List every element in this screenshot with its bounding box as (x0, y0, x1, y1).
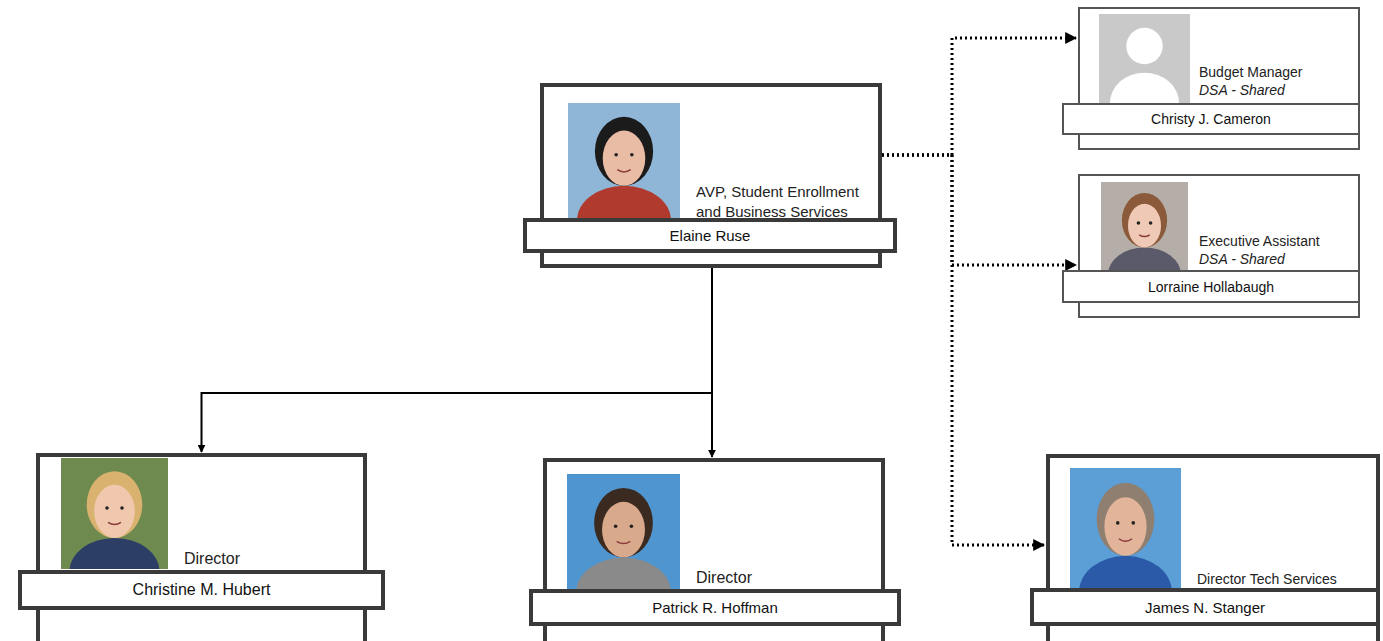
title-column: Budget ManagerDSA - Shared (1199, 15, 1355, 99)
photo-part (595, 117, 653, 186)
reporting-line (202, 268, 713, 452)
reporting-line (711, 268, 713, 457)
portrait-photo (568, 103, 680, 218)
portrait-photo (1099, 14, 1190, 103)
photo-part (602, 502, 645, 558)
photo-part (1131, 521, 1135, 525)
title-column: Director Tech Services (1197, 468, 1373, 588)
job-title: Director (184, 549, 359, 570)
photo-part (94, 485, 135, 538)
job-title: Executive Assistant (1199, 232, 1355, 250)
person-name: Christy J. Cameron (1151, 111, 1271, 127)
portrait-photo (61, 458, 168, 569)
photo-part (617, 541, 631, 543)
job-title: Budget Manager (1199, 63, 1355, 81)
photo-part (1119, 539, 1132, 541)
photo-part (577, 186, 671, 218)
photo-part (87, 471, 143, 538)
person-name: James N. Stanger (1145, 599, 1265, 616)
portrait-photo (1101, 182, 1188, 273)
photo-part (630, 153, 634, 157)
title-column: Director (184, 458, 359, 570)
photo-part (1139, 235, 1149, 237)
photo-part (1116, 521, 1120, 525)
photo-part (1137, 221, 1141, 225)
photo-part (614, 153, 618, 157)
person-name: Elaine Ruse (670, 227, 751, 244)
name-bar: Patrick R. Hoffman (529, 589, 901, 626)
name-bar: Christine M. Hubert (18, 570, 385, 610)
title-column: Director (696, 474, 876, 589)
photo-part (614, 524, 618, 528)
title-column: AVP, Student Enrollment and Business Ser… (696, 103, 872, 221)
photo-part (576, 558, 671, 590)
photo-part (1104, 497, 1146, 556)
dotted-reporting-line (882, 155, 1076, 265)
org-card: AVP, Student Enrollment and Business Ser… (540, 83, 882, 268)
org-card: Director Tech ServicesJames N. Stanger (1046, 454, 1380, 641)
person-name: Christine M. Hubert (133, 581, 271, 599)
org-card: DirectorChristine M. Hubert (36, 453, 367, 641)
person-name: Patrick R. Hoffman (652, 599, 778, 616)
name-bar: Lorraine Hollabaugh (1062, 270, 1360, 303)
job-title: AVP, Student Enrollment and Business Ser… (696, 182, 872, 221)
photo-part (1097, 483, 1155, 556)
photo-part (1149, 221, 1153, 225)
name-bar: Christy J. Cameron (1062, 103, 1360, 135)
name-bar: Elaine Ruse (523, 218, 897, 253)
photo-part (1128, 204, 1161, 248)
org-card: Executive AssistantDSA - SharedLorraine … (1078, 174, 1360, 318)
photo-part (617, 170, 630, 172)
photo-part (630, 524, 634, 528)
photo-part (594, 488, 653, 558)
portrait-photo (1070, 468, 1181, 590)
org-card: Budget ManagerDSA - SharedChristy J. Cam… (1078, 7, 1360, 150)
photo-part (1126, 28, 1162, 64)
job-title: Director (696, 568, 876, 589)
org-card: DirectorPatrick R. Hoffman (543, 458, 885, 641)
job-title: DSA - Shared (1199, 81, 1355, 99)
photo-part (108, 522, 121, 524)
dotted-reporting-line (882, 155, 1044, 545)
dotted-reporting-line (882, 38, 1076, 155)
photo-part (1079, 556, 1172, 590)
name-bar: James N. Stanger (1030, 588, 1380, 626)
person-name: Lorraine Hollabaugh (1148, 279, 1274, 295)
photo-part (70, 538, 160, 569)
title-column: Executive AssistantDSA - Shared (1199, 182, 1355, 268)
photo-part (105, 506, 109, 510)
job-title: Director Tech Services (1197, 570, 1373, 588)
photo-part (1110, 73, 1179, 103)
portrait-photo (567, 474, 680, 590)
photo-part (1122, 193, 1167, 248)
photo-part (120, 506, 124, 510)
photo-part (603, 131, 646, 186)
job-title: DSA - Shared (1199, 250, 1355, 268)
